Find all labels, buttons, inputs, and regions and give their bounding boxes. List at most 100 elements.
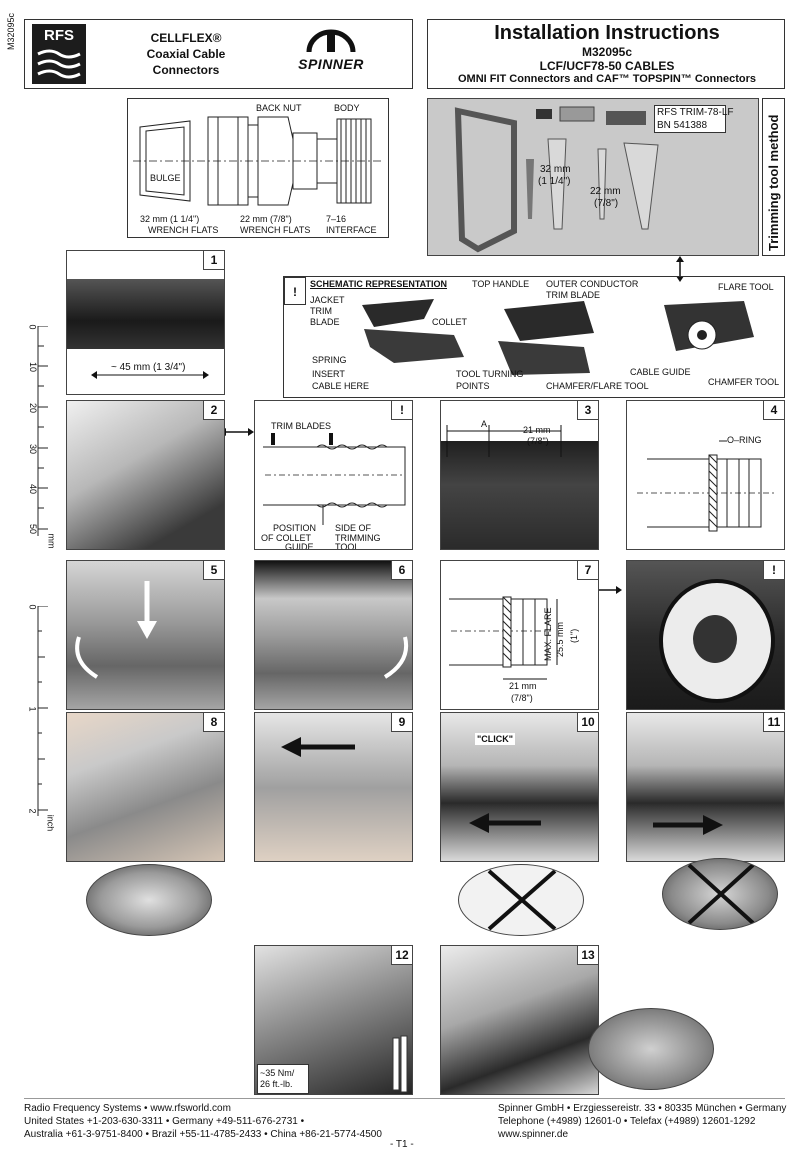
- step-9-arrow: [281, 737, 355, 757]
- inch-ruler-ticks: [37, 606, 48, 816]
- label-interface2: INTERFACE: [326, 225, 377, 235]
- tools-photo: RFS TRIM-78-LF BN 541388 32 mm (1 1/4") …: [427, 98, 759, 256]
- wrench-32-label: 32 mm: [540, 164, 571, 175]
- max-flare-2: 25.5 mm: [555, 621, 565, 657]
- rfs-waves-icon: [37, 49, 81, 79]
- step-3-d1: 21 mm: [523, 425, 551, 435]
- connector-diagram: BACK NUT BODY BULGE 32 mm (1 1/4") WRENC…: [127, 98, 389, 238]
- label-wrench2: 22 mm (7/8"): [240, 214, 292, 224]
- step-3-d2: (7/8"): [527, 436, 549, 446]
- doc-number: M32095c: [581, 45, 633, 59]
- label-body: BODY: [334, 103, 360, 113]
- wrong-cross-icon: [687, 863, 755, 925]
- label-outer-trim1: OUTER CONDUCTOR: [546, 279, 639, 289]
- footer-right-line3: www.spinner.de: [498, 1129, 569, 1140]
- header-right-box: Installation Instructions M32095c LCF/UC…: [427, 19, 785, 89]
- trim-blades-label: TRIM BLADES: [271, 421, 332, 431]
- rfs-logo: RFS: [32, 24, 86, 84]
- side-label-3: TOOL: [335, 542, 360, 550]
- step-9-number: 9: [391, 713, 412, 732]
- schematic-heading: SCHEMATIC REPRESENTATION: [310, 279, 448, 289]
- footer-left-line1: Radio Frequency Systems • www.rfsworld.c…: [24, 1103, 231, 1114]
- step-9-photo: [255, 713, 412, 861]
- label-wrench2b: WRENCH FLATS: [240, 225, 311, 235]
- click-label: "CLICK": [475, 733, 516, 745]
- step-5-arrows: [75, 581, 157, 679]
- inch-ruler: 0 1 2 inch: [24, 604, 56, 836]
- wrench-22-label: 22 mm: [590, 186, 621, 197]
- connector-drawing: [133, 116, 383, 206]
- step-3-number: 3: [577, 401, 598, 420]
- step-7-d2: (7/8"): [511, 693, 533, 703]
- step-3-a: A: [481, 419, 488, 429]
- tools-drawing: [454, 106, 659, 253]
- step-flare-check: !: [626, 560, 785, 710]
- step-1-dimension: [91, 371, 209, 379]
- step-4-number: 4: [763, 401, 784, 420]
- label-bulge: BULGE: [150, 173, 181, 183]
- side-label-2: TRIMMING: [335, 533, 381, 543]
- label-interface1: 7–16: [326, 214, 347, 224]
- step-6-arrows: [383, 636, 408, 679]
- spinner-emblem-icon: [306, 29, 356, 53]
- trim-blades-warn: !: [391, 401, 412, 420]
- step-9: 9: [254, 712, 413, 862]
- label-jacket1: JACKET: [310, 295, 345, 305]
- max-flare-3: (1"): [569, 628, 579, 643]
- step-10-number: 10: [577, 713, 598, 732]
- footer-left: Radio Frequency Systems • www.rfsworld.c…: [24, 1102, 382, 1141]
- step-13-number: 13: [577, 946, 598, 965]
- step-3-dimension: [446, 425, 562, 457]
- step-11-wrong-detail: [662, 858, 778, 930]
- step-11-number: 11: [763, 713, 784, 732]
- position-label-2: OF COLLET: [261, 533, 312, 543]
- step-8-photo: [67, 713, 224, 861]
- label-cable-guide: CABLE GUIDE: [630, 367, 691, 377]
- label-chamfer-tool: CHAMFER TOOL: [708, 377, 780, 387]
- label-wrench1: 32 mm (1 1/4"): [140, 214, 200, 224]
- wrench-22-inch: (7/8"): [594, 198, 619, 209]
- step-7-d1: 21 mm: [509, 681, 537, 691]
- page-title: Installation Instructions: [494, 22, 720, 44]
- step-13: 13: [440, 945, 599, 1095]
- header-left-box: RFS CELLFLEX® Coaxial Cable Connectors S…: [24, 19, 413, 89]
- position-label-3: GUIDE: [285, 542, 314, 550]
- step-11-arrow: [653, 815, 723, 835]
- label-outer-trim2: TRIM BLADE: [546, 290, 601, 300]
- mm-ruler: 0 10 20 30 40 50 mm: [24, 324, 57, 548]
- step-13-photo: [441, 946, 598, 1094]
- label-wrench1b: WRENCH FLATS: [148, 225, 219, 235]
- step-6-photo: [255, 561, 412, 709]
- product-line1: CELLFLEX®: [150, 31, 222, 45]
- footer-left-line2: United States +1-203-630-3311 • Germany …: [24, 1116, 305, 1127]
- footer-right-line2: Telephone (+4989) 12601-0 • Telefax (+49…: [498, 1116, 756, 1127]
- label-collet: COLLET: [432, 317, 468, 327]
- product-line2: Coaxial Cable: [146, 47, 226, 61]
- o-ring-label: O–RING: [727, 435, 762, 445]
- footer-rule: [24, 1098, 785, 1099]
- product-line3: Connectors: [152, 63, 220, 77]
- footer-right: Spinner GmbH • Erzgiessereistr. 33 • 803…: [498, 1102, 786, 1141]
- flare-check-warn: !: [763, 561, 784, 580]
- step-7-drawing: [449, 596, 558, 680]
- step-4: O–RING 4: [626, 400, 785, 550]
- mm-ruler-ticks: [37, 326, 48, 536]
- step-13-detail: [588, 1008, 714, 1090]
- step-8-detail: [86, 864, 212, 936]
- label-top-handle: TOP HANDLE: [472, 279, 530, 289]
- label-insert2: CABLE HERE: [312, 381, 370, 391]
- step-6-number: 6: [391, 561, 412, 580]
- step-4-drawing: [637, 440, 777, 532]
- position-label-1: POSITION: [273, 523, 317, 533]
- step-1-photo: [67, 279, 224, 349]
- wrench-32-inch: (1 1/4"): [538, 176, 571, 187]
- footer-right-line1: Spinner GmbH • Erzgiessereistr. 33 • 803…: [498, 1103, 787, 1114]
- wrong-cross-icon: [487, 869, 557, 931]
- step-12: ~35 Nm/ 26 ft.-lb. 12: [254, 945, 413, 1095]
- page-number: - T1 -: [390, 1139, 414, 1150]
- step-7-number: 7: [577, 561, 598, 580]
- step-1-number: 1: [203, 251, 224, 270]
- step-11-photo: [627, 713, 784, 861]
- step-5-number: 5: [203, 561, 224, 580]
- flare-check-drawing: [659, 579, 775, 703]
